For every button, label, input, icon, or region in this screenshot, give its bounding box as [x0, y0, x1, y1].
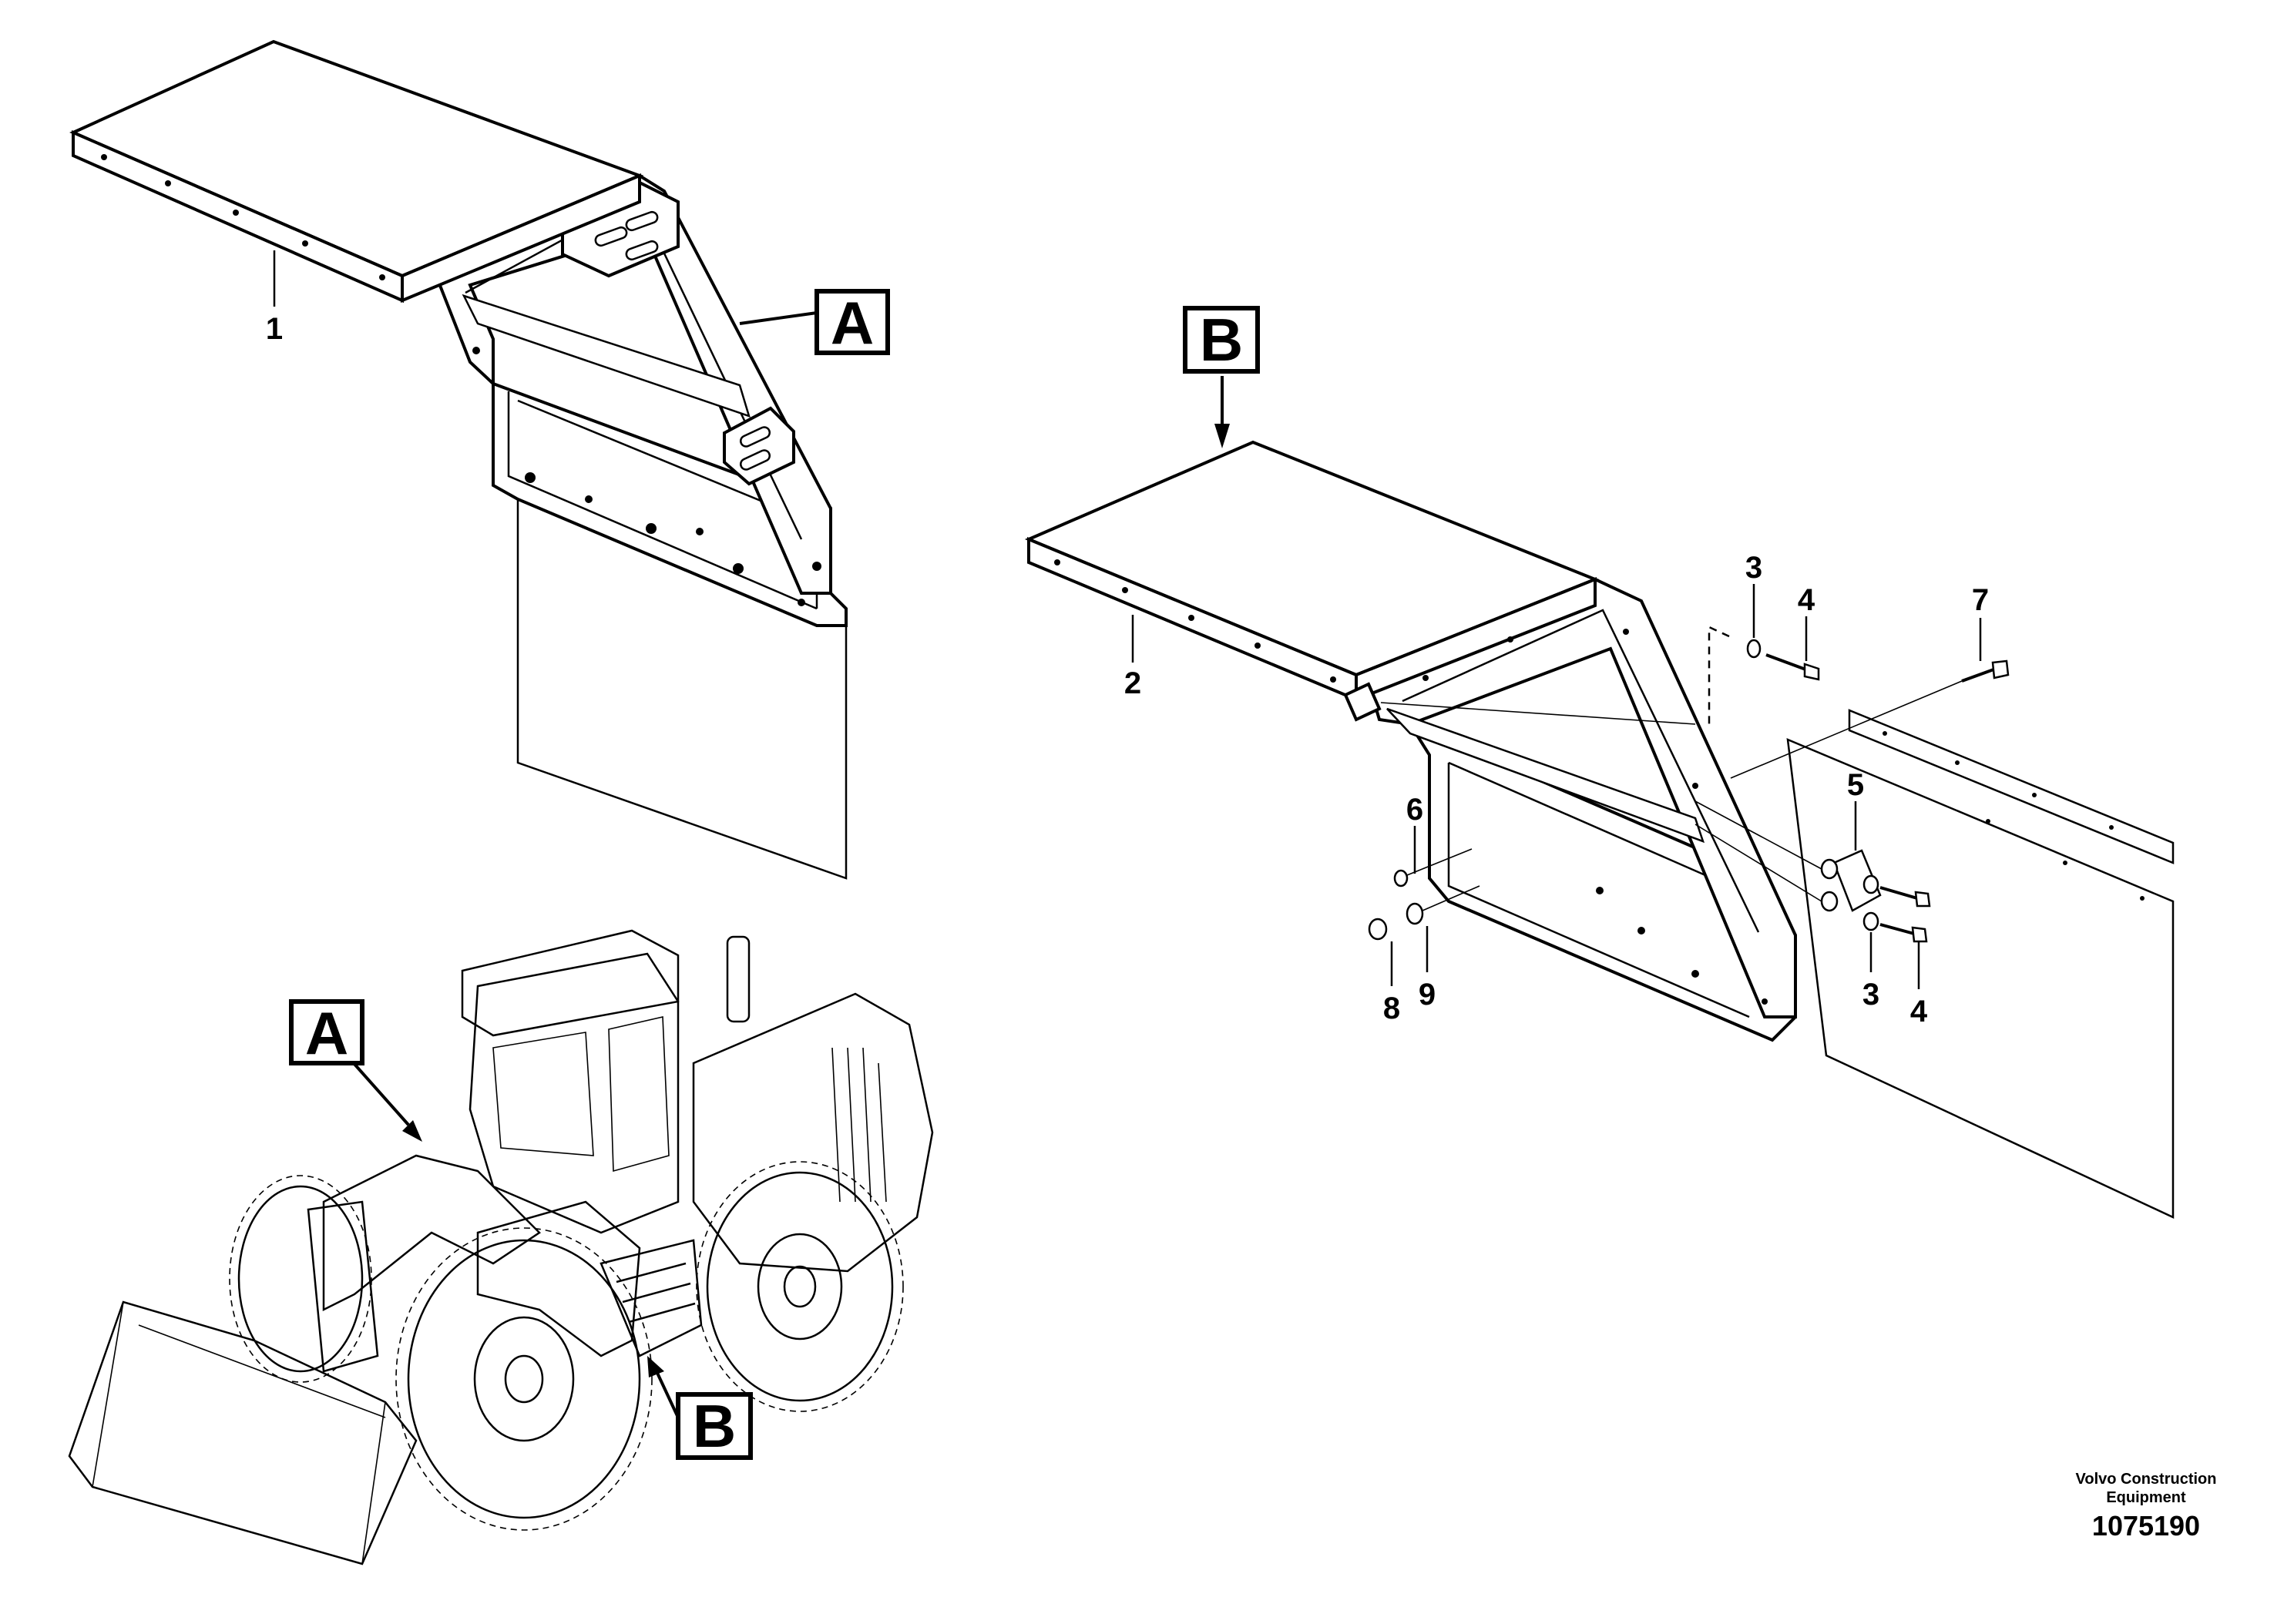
washer-3-top [1746, 639, 1762, 659]
company-line-1: Volvo Construction [2075, 1471, 2217, 1488]
bolt-4-bottom [1879, 886, 1931, 943]
loader-rear-body [692, 992, 934, 1273]
loader-front-wheel [395, 1227, 653, 1531]
company-line-2: Equipment [2106, 1489, 2186, 1506]
part-label-4-bottom: 4 [1910, 995, 1928, 1028]
fender-assembly-b [1024, 376, 2175, 1219]
loader-rear-wheel [696, 1161, 904, 1412]
nut-8 [1368, 918, 1388, 941]
wheel-loader-overview [68, 929, 934, 1565]
part-label-2: 2 [1124, 666, 1141, 700]
part-label-3-top: 3 [1745, 551, 1762, 585]
washer-6 [1393, 869, 1409, 887]
part-label-8: 8 [1383, 992, 1400, 1025]
callout-b-upper: B [1183, 306, 1260, 374]
part-label-6: 6 [1406, 793, 1423, 827]
plate-5 [1832, 849, 1882, 912]
fender-arm-a [437, 173, 832, 595]
part-label-4-top: 4 [1798, 583, 1815, 617]
part-label-9: 9 [1419, 978, 1436, 1012]
part-label-3-bottom: 3 [1862, 978, 1879, 1012]
fender-assembly-a [69, 39, 848, 880]
loader-lift-arm [322, 1154, 541, 1312]
bolt-7 [1730, 659, 2010, 779]
part-label-5: 5 [1847, 768, 1864, 802]
callout-a-machine-text: A [305, 999, 348, 1067]
company-name: Volvo Construction Equipment [2019, 1470, 2273, 1507]
washer-3-bottom [1820, 858, 1879, 931]
mud-flap-strip-b [1848, 709, 2175, 864]
callout-b-machine: B [676, 1392, 753, 1460]
callout-a-machine: A [289, 999, 364, 1067]
callout-b-upper-text: B [1200, 306, 1243, 374]
part-label-1: 1 [266, 312, 283, 346]
washer-9 [1406, 902, 1424, 925]
callout-b-machine-text: B [693, 1392, 736, 1460]
loader-bucket [68, 1300, 418, 1565]
callout-a-upper-text: A [831, 289, 874, 357]
drawing-number: 1075190 [2091, 1510, 2201, 1542]
callout-a-upper: A [814, 289, 890, 357]
part-label-7: 7 [1972, 583, 1989, 617]
loader-exhaust [726, 935, 751, 1023]
bolt-4-top [1765, 653, 1820, 681]
loader-cab [469, 952, 680, 1234]
loader-front-fender [476, 1200, 641, 1357]
mud-flap-b [1786, 738, 2175, 1219]
fender-arm-b [1369, 577, 1797, 1018]
